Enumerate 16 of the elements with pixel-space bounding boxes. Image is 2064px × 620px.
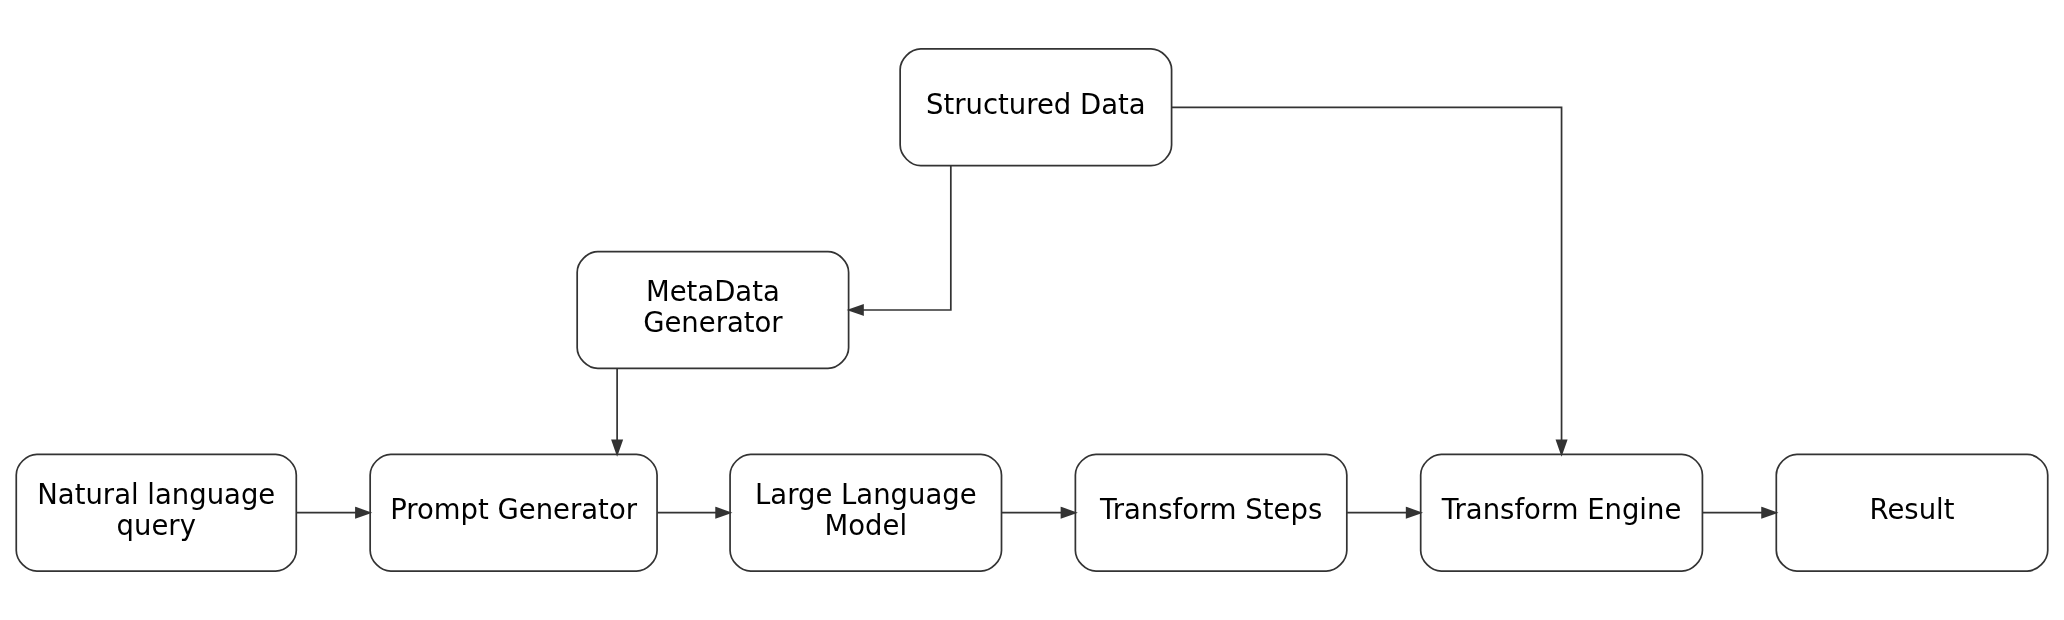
- arrow: [1346, 506, 1424, 519]
- arrow: [1000, 506, 1078, 519]
- arrow: [1701, 506, 1779, 519]
- node-box: MetaData Generator: [576, 250, 850, 370]
- arrow: [1171, 106, 1568, 457]
- arrow: [611, 367, 624, 457]
- node-box: Structured Data: [899, 48, 1173, 167]
- arrow: [295, 506, 373, 519]
- node-box: Transform Engine: [1419, 453, 1704, 572]
- node-box: Transform Steps: [1074, 453, 1348, 572]
- arrow: [846, 165, 952, 317]
- arrow: [656, 506, 733, 519]
- node-box: Natural language query: [15, 453, 298, 572]
- node-box: Prompt Generator: [369, 453, 658, 572]
- node-box: Result: [1775, 453, 2049, 572]
- node-box: Large Language Model: [729, 453, 1003, 572]
